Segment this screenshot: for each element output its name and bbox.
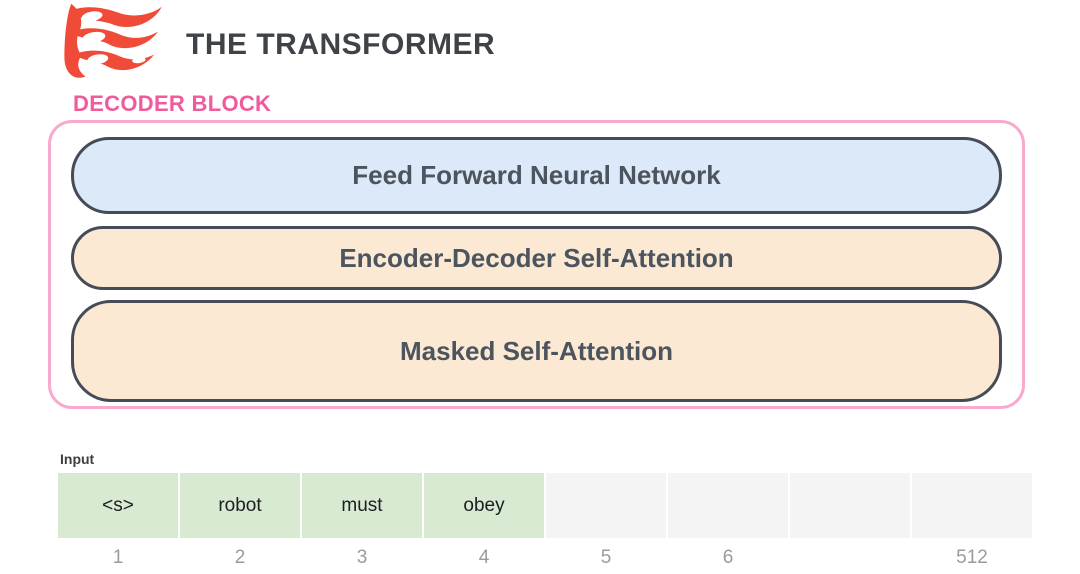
layer-label: Feed Forward Neural Network [352, 160, 721, 190]
position-number: 3 [356, 547, 368, 568]
input-token-row: <s> robot must obey [58, 473, 1032, 538]
layer-encoder-decoder-attention: Encoder-Decoder Self-Attention [71, 226, 1002, 290]
decoder-block-label: DECODER BLOCK [73, 91, 272, 116]
token-cell [912, 473, 1032, 538]
position-number: 1 [112, 547, 124, 568]
position-number: 2 [234, 547, 246, 568]
token-cell: obey [424, 473, 544, 538]
position-number: 4 [478, 547, 490, 568]
layer-masked-self-attention: Masked Self-Attention [71, 300, 1002, 402]
token-cell: robot [180, 473, 300, 538]
token-cell [668, 473, 788, 538]
layer-label: Encoder-Decoder Self-Attention [339, 242, 734, 273]
flame-icon [64, 3, 162, 78]
token-cell [546, 473, 666, 538]
layer-label: Masked Self-Attention [399, 335, 674, 366]
position-number [790, 547, 910, 569]
position-number: 6 [722, 547, 734, 568]
decoder-block-container: Feed Forward Neural Network Encoder-Deco… [48, 120, 1025, 409]
input-section-label: Input [60, 451, 95, 467]
position-number: 512 [956, 547, 988, 568]
token-cell: must [302, 473, 422, 538]
position-number: 5 [600, 547, 612, 568]
token-cell: <s> [58, 473, 178, 538]
layer-feed-forward: Feed Forward Neural Network [71, 137, 1002, 214]
page-title: THE TRANSFORMER [186, 28, 496, 61]
token-cell [790, 473, 910, 538]
position-number-row: 1 2 3 4 5 6 512 [58, 547, 1032, 569]
